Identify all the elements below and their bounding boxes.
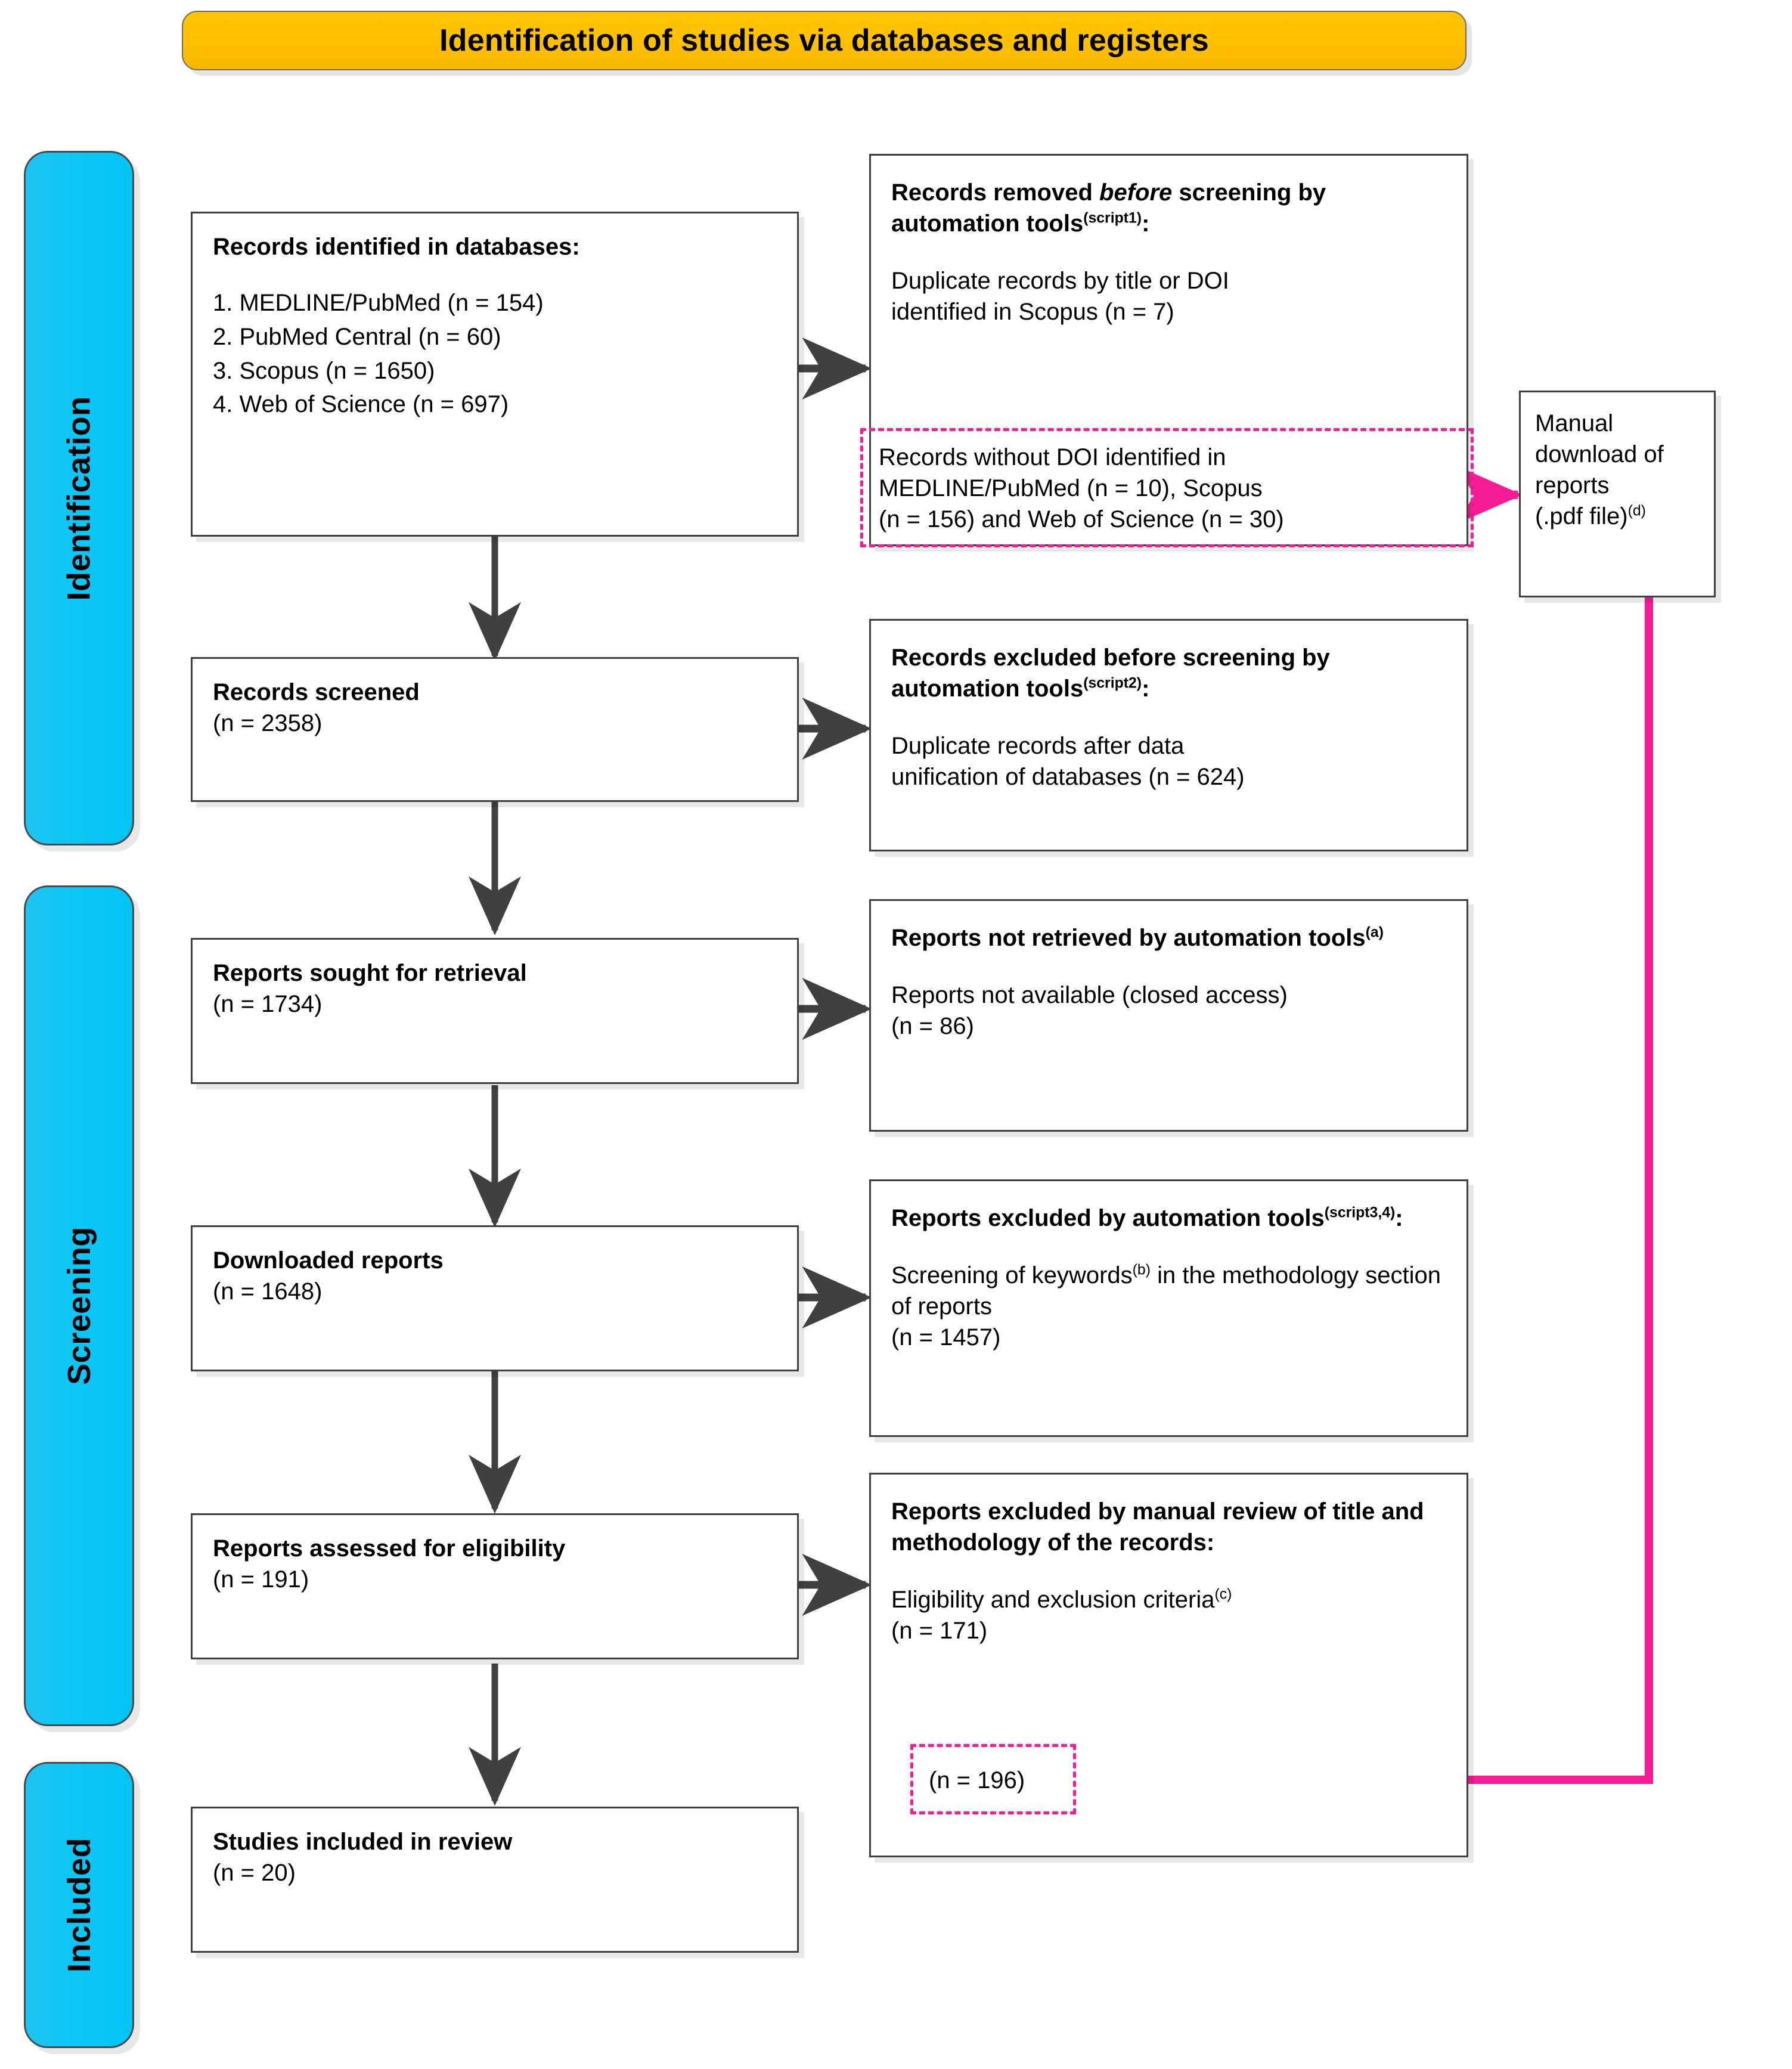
- highlight-box-records-without-doi: Records without DOI identified in MEDLIN…: [860, 428, 1474, 547]
- records-screened-count: (n = 2358): [213, 710, 323, 736]
- records-without-doi-line2: MEDLINE/PubMed (n = 10), Scopus: [879, 475, 1263, 501]
- stage-band-identification: Identification: [24, 151, 134, 845]
- stage-band-screening: Screening: [24, 885, 134, 1726]
- list-item: 1. MEDLINE/PubMed (n = 154): [213, 290, 544, 316]
- records-removed-body-line1: Duplicate records by title or DOI: [891, 268, 1229, 294]
- box-studies-included: Studies included in review (n = 20): [191, 1807, 799, 1953]
- records-excluded-heading: Records excluded before screening by aut…: [891, 642, 1446, 704]
- reports-excluded-automation-heading: Reports excluded by automation tools(scr…: [891, 1203, 1446, 1234]
- records-screened-heading: Records screened: [213, 679, 420, 705]
- reports-sought-heading: Reports sought for retrieval: [213, 960, 527, 986]
- studies-included-count: (n = 20): [213, 1860, 296, 1886]
- box-downloaded-reports: Downloaded reports (n = 1648): [191, 1225, 799, 1371]
- reports-not-retrieved-body-line1: Reports not available (closed access): [891, 982, 1288, 1008]
- box-manual-download: Manual download of reports (.pdf file)(d…: [1519, 391, 1716, 597]
- downloaded-reports-heading: Downloaded reports: [213, 1247, 444, 1274]
- manual-download-line4: (.pdf file)(d): [1535, 501, 1700, 532]
- box-reports-not-retrieved: Reports not retrieved by automation tool…: [869, 899, 1468, 1132]
- heading-colon: :: [1395, 1205, 1403, 1231]
- records-without-doi-line3: (n = 156) and Web of Science (n = 30): [879, 506, 1284, 532]
- studies-included-heading: Studies included in review: [213, 1829, 513, 1855]
- body-pre: Eligibility and exclusion criteria: [891, 1587, 1215, 1613]
- body-pre: Screening of keywords: [891, 1262, 1133, 1289]
- heading-superscript: (script2): [1083, 675, 1142, 692]
- heading-emphasis: before: [1099, 179, 1173, 206]
- heading-colon: :: [1142, 676, 1150, 702]
- box-reports-assessed: Reports assessed for eligibility (n = 19…: [191, 1513, 799, 1659]
- manual-download-superscript: (d): [1627, 503, 1646, 519]
- reports-excluded-manual-heading: Reports excluded by manual review of tit…: [891, 1498, 1424, 1556]
- records-without-doi-line1: Records without DOI identified in: [879, 444, 1226, 470]
- box-reports-excluded-manual: Reports excluded by manual review of tit…: [869, 1473, 1468, 1857]
- heading-superscript: (script1): [1083, 210, 1142, 227]
- stage-label-included: Included: [61, 1837, 97, 1973]
- box-reports-excluded-automation: Reports excluded by automation tools(scr…: [869, 1179, 1468, 1437]
- body-superscript: (b): [1132, 1262, 1151, 1278]
- heading-superscript: (script3,4): [1324, 1204, 1396, 1221]
- heading-pre: Reports excluded by automation tools: [891, 1205, 1325, 1231]
- list-item: 4. Web of Science (n = 697): [213, 391, 509, 418]
- n-196-count: (n = 196): [929, 1767, 1025, 1794]
- reports-assessed-heading: Reports assessed for eligibility: [213, 1535, 566, 1562]
- box-records-removed-before-screening: Records removed before screening by auto…: [869, 154, 1468, 546]
- body-post: in the methodology section of reports: [891, 1262, 1441, 1320]
- reports-excluded-manual-count: (n = 171): [891, 1618, 988, 1644]
- body-superscript: (c): [1214, 1586, 1232, 1603]
- box-records-identified: Records identified in databases: 1. MEDL…: [191, 212, 799, 537]
- downloaded-reports-count: (n = 1648): [213, 1278, 323, 1305]
- reports-excluded-manual-body: Eligibility and exclusion criteria(c): [891, 1584, 1446, 1615]
- reports-not-retrieved-body-line2: (n = 86): [891, 1013, 974, 1039]
- heading-superscript: (a): [1365, 924, 1384, 941]
- heading-pre: Records removed: [891, 179, 1100, 206]
- records-identified-heading: Records identified in databases:: [213, 234, 580, 260]
- manual-download-line1: Manual: [1535, 410, 1614, 436]
- heading-pre: Records excluded before screening by aut…: [891, 645, 1330, 702]
- heading-post: screening by automation tools: [891, 179, 1326, 237]
- highlight-box-n-196: (n = 196): [910, 1744, 1076, 1814]
- reports-not-retrieved-heading: Reports not retrieved by automation tool…: [891, 922, 1446, 953]
- reports-sought-count: (n = 1734): [213, 991, 323, 1017]
- stage-label-identification: Identification: [61, 396, 97, 600]
- box-reports-sought: Reports sought for retrieval (n = 1734): [191, 938, 799, 1084]
- banner-title: Identification of studies via databases …: [439, 23, 1209, 58]
- heading-pre: Reports not retrieved by automation tool…: [891, 925, 1366, 951]
- heading-colon: :: [1142, 210, 1150, 237]
- records-removed-heading: Records removed before screening by auto…: [891, 177, 1446, 239]
- records-identified-list: 1. MEDLINE/PubMed (n = 154) 2. PubMed Ce…: [213, 286, 777, 422]
- manual-download-line3: reports: [1535, 472, 1610, 498]
- box-records-excluded-before-screening: Records excluded before screening by aut…: [869, 619, 1468, 851]
- banner-identification: Identification of studies via databases …: [182, 11, 1467, 70]
- reports-excluded-automation-body: Screening of keywords(b) in the methodol…: [891, 1260, 1446, 1322]
- records-excluded-body-line1: Duplicate records after data: [891, 733, 1185, 759]
- manual-download-filetype: (.pdf file): [1535, 503, 1628, 529]
- box-records-screened: Records screened (n = 2358): [191, 657, 799, 802]
- records-excluded-body-line2: unification of databases (n = 624): [891, 764, 1245, 790]
- list-item: 2. PubMed Central (n = 60): [213, 323, 501, 350]
- reports-assessed-count: (n = 191): [213, 1566, 309, 1593]
- stage-band-included: Included: [24, 1762, 134, 2048]
- reports-excluded-automation-count: (n = 1457): [891, 1324, 1001, 1351]
- stage-label-screening: Screening: [61, 1226, 97, 1385]
- manual-download-line2: download of: [1535, 441, 1664, 467]
- records-removed-body-line2: identified in Scopus (n = 7): [891, 299, 1174, 325]
- list-item: 3. Scopus (n = 1650): [213, 357, 435, 384]
